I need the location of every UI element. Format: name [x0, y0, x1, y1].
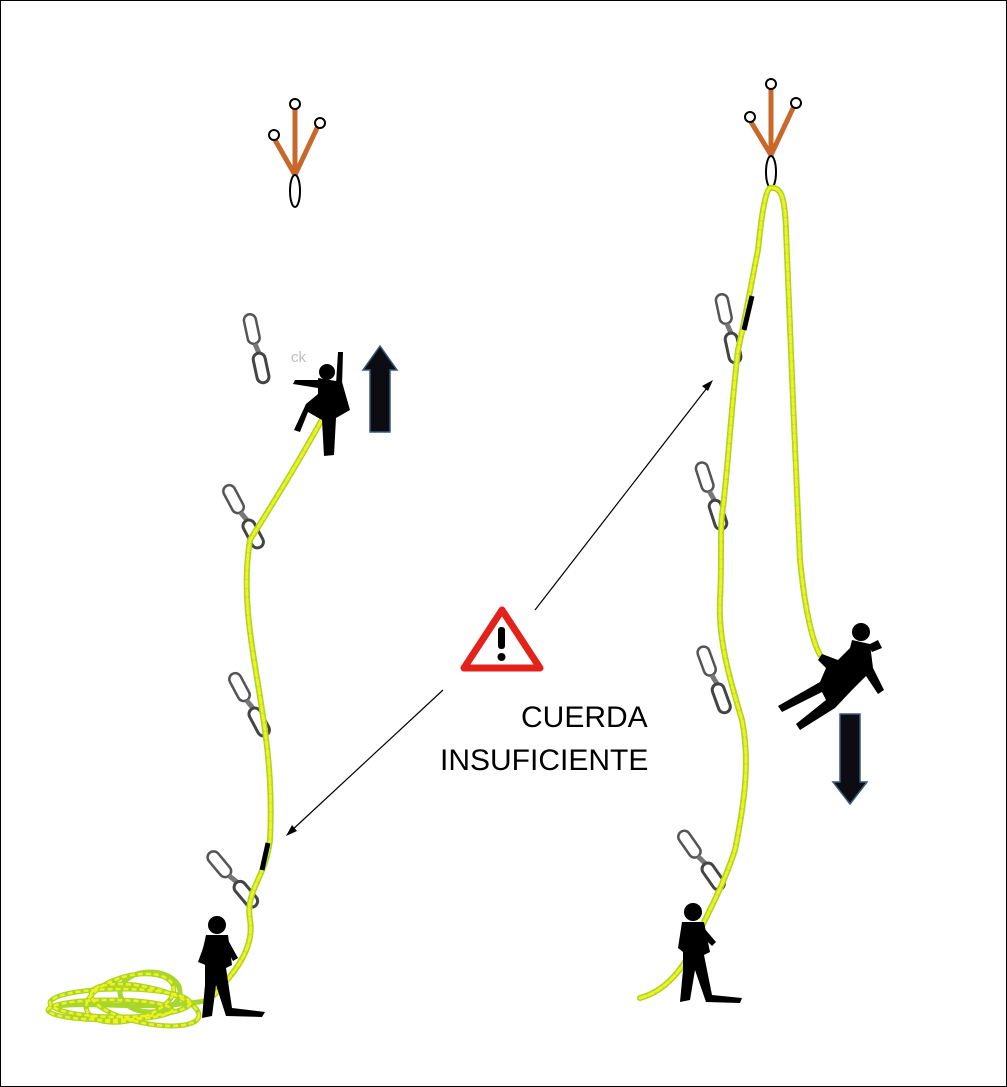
anchor-icon: [268, 98, 326, 208]
warning-label-line1: CUERDA: [521, 701, 648, 734]
rope: [637, 184, 823, 1001]
arrow-up-icon: [361, 344, 399, 433]
arrow-down-icon: [831, 713, 869, 806]
climber-silhouette-icon: [293, 352, 350, 456]
left-scene: ck: [45, 98, 399, 1029]
rope: [211, 402, 333, 998]
belayer-silhouette-icon: [198, 916, 265, 1018]
belayer-silhouette-icon: [678, 903, 742, 1003]
pointer-lines: [286, 380, 713, 836]
warning-triangle-icon: [460, 606, 544, 672]
warning-label-line2: INSUFICIENTE: [440, 744, 649, 777]
anchor-icon: [744, 78, 802, 189]
falling-climber-silhouette-icon: [778, 623, 884, 730]
watermark-text: ck: [291, 349, 307, 366]
right-scene: [637, 78, 884, 1003]
quickdraw-icon: [205, 313, 271, 910]
